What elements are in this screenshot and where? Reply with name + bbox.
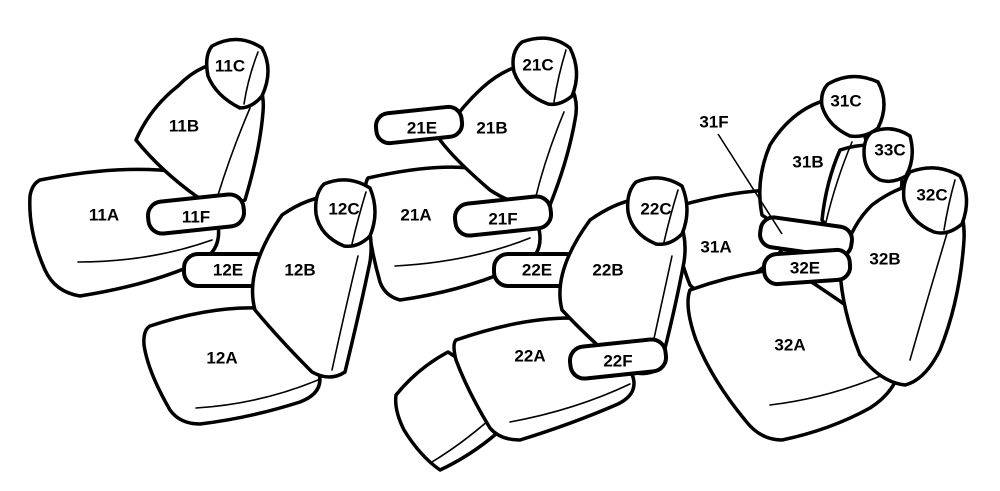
label-21b: 21B bbox=[476, 119, 507, 138]
seat-12b-seam bbox=[331, 255, 359, 371]
label-22e: 22E bbox=[522, 261, 552, 280]
label-11b: 11B bbox=[169, 117, 199, 136]
seat-22a-front-seam bbox=[509, 383, 631, 423]
seat-32c-seam bbox=[943, 179, 956, 231]
label-32b: 32B bbox=[869, 250, 900, 269]
label-32c: 32C bbox=[916, 186, 947, 205]
seat-12a-front-seam bbox=[195, 379, 319, 409]
label-21e: 21E bbox=[407, 119, 437, 138]
seat-32c-headrest bbox=[901, 166, 969, 235]
label-32e: 32E bbox=[790, 259, 820, 278]
seat-12c-seam bbox=[351, 191, 367, 245]
label-12a: 12A bbox=[206, 349, 237, 368]
seat-11f-armrest bbox=[145, 192, 247, 236]
seat-11 bbox=[28, 37, 270, 298]
seat-21c-headrest bbox=[511, 36, 579, 107]
label-12b: 12B bbox=[284, 261, 315, 280]
label-21f: 21F bbox=[488, 210, 517, 229]
label-33c: 33C bbox=[874, 141, 905, 160]
seat-11b-seam bbox=[217, 107, 251, 196]
seat-21e-armrest bbox=[373, 104, 465, 146]
label-31b: 31B bbox=[792, 153, 823, 172]
label-11f: 11F bbox=[182, 208, 210, 227]
seat-21f-armrest bbox=[452, 194, 554, 238]
label-22f: 22F bbox=[603, 352, 632, 371]
seat-32e-armrest bbox=[761, 247, 853, 287]
seat-3x-bench bbox=[674, 74, 969, 442]
seat-31f-callout-line bbox=[717, 133, 783, 235]
label-11a: 11A bbox=[89, 206, 119, 225]
seat-21c-seam bbox=[553, 49, 567, 103]
seat-31c-headrest bbox=[819, 74, 886, 139]
label-12e: 12E bbox=[213, 261, 243, 280]
label-12c: 12C bbox=[328, 200, 359, 219]
part-labels: 11A 11B 11C 11F 12A 12B 12C 12E 21A 21B … bbox=[89, 56, 948, 371]
seat-12c-headrest bbox=[313, 178, 377, 249]
seat-11a-front-seam bbox=[77, 239, 213, 263]
label-31a: 31A bbox=[700, 238, 731, 257]
label-31f: 31F bbox=[699, 113, 728, 132]
label-21a: 21A bbox=[400, 206, 431, 225]
seat-11c-seam bbox=[243, 51, 259, 105]
seat-21a-front-seam bbox=[394, 237, 531, 267]
seat-32b-seam bbox=[909, 229, 949, 361]
seat-22 bbox=[393, 176, 689, 472]
seat-22f-armrest bbox=[567, 337, 669, 381]
label-31c: 31C bbox=[830, 92, 861, 111]
seat-32a-front-seam bbox=[769, 371, 891, 406]
label-11c: 11C bbox=[215, 57, 245, 76]
seat-22c-headrest bbox=[625, 176, 689, 247]
seat-21b-seam bbox=[534, 111, 565, 201]
seat-12 bbox=[142, 178, 377, 426]
seat-33c-headrest bbox=[862, 127, 914, 184]
label-22c: 22C bbox=[640, 200, 671, 219]
label-22b: 22B bbox=[592, 261, 623, 280]
seat-22c-seam bbox=[663, 189, 679, 243]
seat-11c-headrest bbox=[204, 37, 270, 110]
label-22a: 22A bbox=[514, 347, 545, 366]
label-21c: 21C bbox=[522, 56, 553, 75]
seat-31b-seam bbox=[825, 141, 853, 223]
label-32a: 32A bbox=[774, 336, 805, 355]
